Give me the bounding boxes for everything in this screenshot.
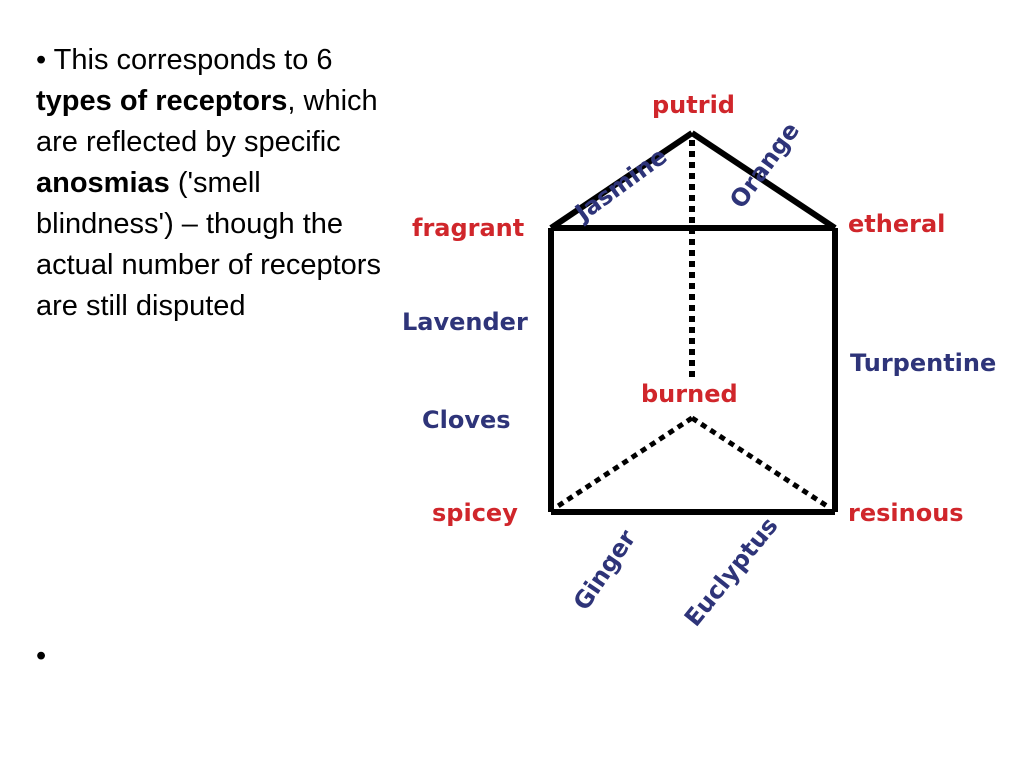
label-resinous: resinous: [848, 499, 964, 527]
label-putrid: putrid: [652, 91, 735, 119]
text-run: , which are reflected by specific: [36, 85, 378, 158]
prism-edges: [548, 130, 838, 515]
category-labels: putrid fragrant etheral burned spicey re…: [412, 91, 964, 527]
label-cloves: Cloves: [422, 406, 511, 434]
edge-putrid-etheral: [690, 130, 837, 231]
edge-fragrant-putrid: [549, 130, 694, 231]
label-etheral: etheral: [848, 210, 945, 238]
text-run-bold: anosmias: [36, 167, 170, 199]
label-ginger: Ginger: [568, 525, 642, 616]
text-run-bold: types of receptors: [36, 85, 288, 117]
label-euclyptus: Euclyptus: [679, 512, 784, 632]
label-burned: burned: [641, 380, 738, 408]
label-turpentine: Turpentine: [850, 349, 996, 377]
label-lavender: Lavender: [402, 308, 528, 336]
bullet-paragraph: • This corresponds to 6 types of recepto…: [36, 40, 381, 327]
label-spicey: spicey: [432, 499, 518, 527]
example-labels: Jasmine Orange Lavender Turpentine Clove…: [402, 117, 996, 632]
label-fragrant: fragrant: [412, 214, 524, 242]
label-jasmine: Jasmine: [568, 142, 672, 228]
edge-burned-spicey-dotted: [553, 415, 694, 511]
text-run: • This corresponds to 6: [36, 44, 333, 76]
empty-bullet: •: [36, 640, 47, 672]
edge-burned-resinous-dotted: [690, 415, 832, 511]
text-run: ('smell blindness') – though the actual …: [36, 167, 381, 322]
